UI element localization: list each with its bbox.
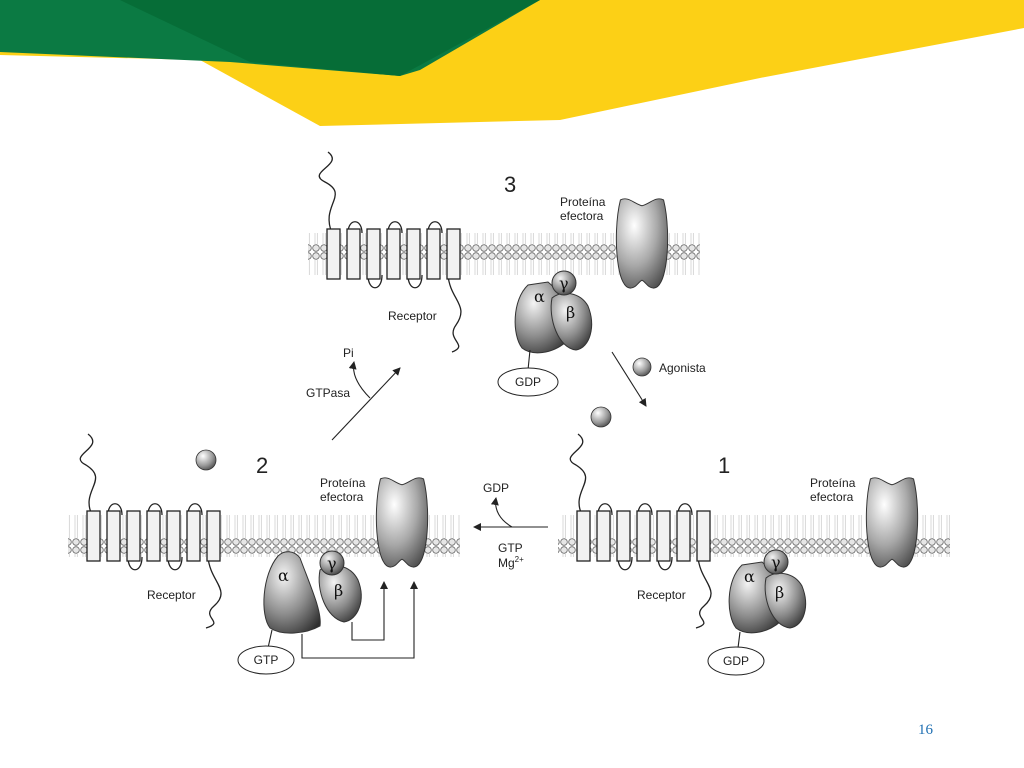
effector-protein [865, 477, 919, 568]
nucleotide-tether [267, 629, 273, 649]
effector-protein [615, 198, 669, 289]
gtp-label: GTP [254, 653, 279, 667]
gamma-label: γ [327, 554, 337, 573]
g-protein-trimer: α β γ [728, 549, 806, 634]
state-number: 2 [256, 453, 268, 478]
transition-exchange: GDP GTP Mg2+ [473, 481, 548, 570]
receptor-label: Receptor [637, 588, 686, 602]
gtp-in-label: GTP [498, 541, 523, 555]
page-number: 16 [918, 722, 933, 738]
agonist-label: Agonista [659, 361, 706, 375]
nucleotide-tether [527, 349, 531, 371]
beta-label: β [566, 303, 575, 322]
agonist-ligand [632, 357, 652, 377]
beta-subunit [550, 292, 592, 351]
nucleotide-tether [737, 631, 741, 649]
receptor-label: Receptor [147, 588, 196, 602]
beta-subunit [764, 572, 806, 629]
gdp-release-arrow [490, 497, 513, 528]
receptor-label: Receptor [388, 309, 437, 323]
effector-protein [375, 477, 429, 568]
transition-agonist: Agonista [611, 351, 706, 407]
banner-dark-green-band [120, 0, 540, 76]
effector-label: efectora [560, 209, 604, 223]
gtpase-label: GTPasa [306, 386, 350, 400]
effector-label: Proteína [560, 195, 606, 209]
gamma-label: γ [559, 274, 569, 293]
gdp-bubble [497, 367, 559, 397]
gamma-subunit [319, 550, 345, 576]
gtpase-arrow [331, 367, 401, 441]
g-protein-dissociated: α β γ [263, 550, 362, 634]
effector-label: Proteína [320, 476, 366, 490]
gpcr-receptor [79, 433, 222, 629]
alpha-effector-arrow [301, 581, 418, 659]
g-protein-trimer: α β γ [514, 270, 592, 354]
gamma-subunit [551, 270, 577, 296]
header-banner [0, 0, 1024, 126]
gpcr-receptor [318, 151, 462, 353]
gtp-bubble [237, 645, 295, 675]
alpha-subunit [263, 551, 321, 634]
beta-label: β [775, 583, 784, 602]
beta-gamma-effector-arrow [351, 581, 388, 641]
alpha-label: α [534, 287, 545, 306]
transition-gtpase: Pi GTPasa [306, 346, 401, 441]
gdp-label: GDP [723, 654, 749, 668]
beta-label: β [334, 581, 343, 600]
gpcr-receptor [569, 433, 712, 629]
alpha-label: α [744, 567, 755, 586]
phosphate-label: Pi [343, 346, 354, 360]
gamma-subunit [763, 549, 789, 575]
state-3: 3 Receptor Proteína efectora α β γ [308, 151, 700, 397]
mg-label: Mg2+ [498, 555, 524, 570]
effector-label: efectora [320, 490, 364, 504]
gamma-label: γ [771, 553, 781, 572]
agonist-ligand [590, 406, 612, 428]
agonist-arrow [611, 351, 647, 407]
effector-label: Proteína [810, 476, 856, 490]
gdp-label: GDP [515, 375, 541, 389]
alpha-label: α [278, 566, 289, 585]
effector-label: efectora [810, 490, 854, 504]
state-number: 1 [718, 453, 730, 478]
agonist-ligand [195, 449, 217, 471]
gdp-bubble [707, 646, 765, 676]
state-number: 3 [504, 172, 516, 197]
phosphate-release-arrow [348, 361, 371, 399]
state-1: 1 Receptor Proteína efectora α β γ [558, 406, 950, 676]
gdp-release-label: GDP [483, 481, 509, 495]
state-2: 2 Receptor Proteína efectora α β γ [68, 433, 460, 675]
